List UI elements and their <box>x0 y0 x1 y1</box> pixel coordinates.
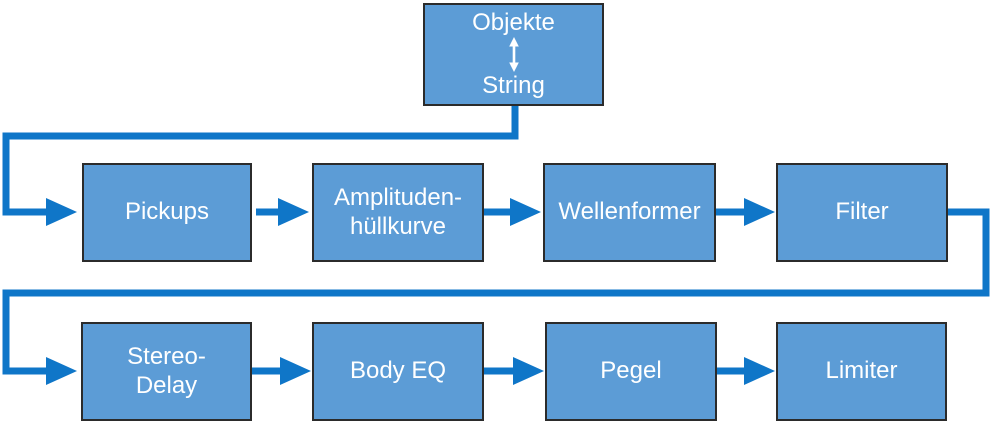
node-objekte-string: Objekte String <box>423 3 604 106</box>
node-wellenformer: Wellenformer <box>543 163 716 262</box>
node-pegel: Pegel <box>545 322 717 421</box>
connector-filter-to-stereodelay <box>2 208 990 385</box>
node-pickups: Pickups <box>82 163 252 262</box>
connector-string-to-pickups <box>2 104 519 226</box>
node-objekte-label: Objekte <box>472 9 555 36</box>
node-stereo-delay: Stereo- Delay <box>81 322 252 421</box>
node-stereo-delay-label: Stereo- Delay <box>127 343 206 399</box>
node-limiter-label: Limiter <box>825 357 898 385</box>
node-body-eq: Body EQ <box>312 322 484 421</box>
node-amplituden-huellkurve-label: Amplituden- hüllkurve <box>333 184 463 240</box>
node-filter-label: Filter <box>835 198 889 226</box>
node-amplituden-huellkurve: Amplituden- hüllkurve <box>312 163 484 262</box>
node-pickups-label: Pickups <box>124 198 210 226</box>
node-limiter: Limiter <box>776 322 947 421</box>
vertical-double-arrow-icon <box>508 37 519 73</box>
node-string-label: String <box>482 72 545 100</box>
node-pegel-label: Pegel <box>600 357 662 385</box>
node-body-eq-label: Body EQ <box>349 357 447 385</box>
node-wellenformer-label: Wellenformer <box>558 198 701 226</box>
node-filter: Filter <box>776 163 948 262</box>
